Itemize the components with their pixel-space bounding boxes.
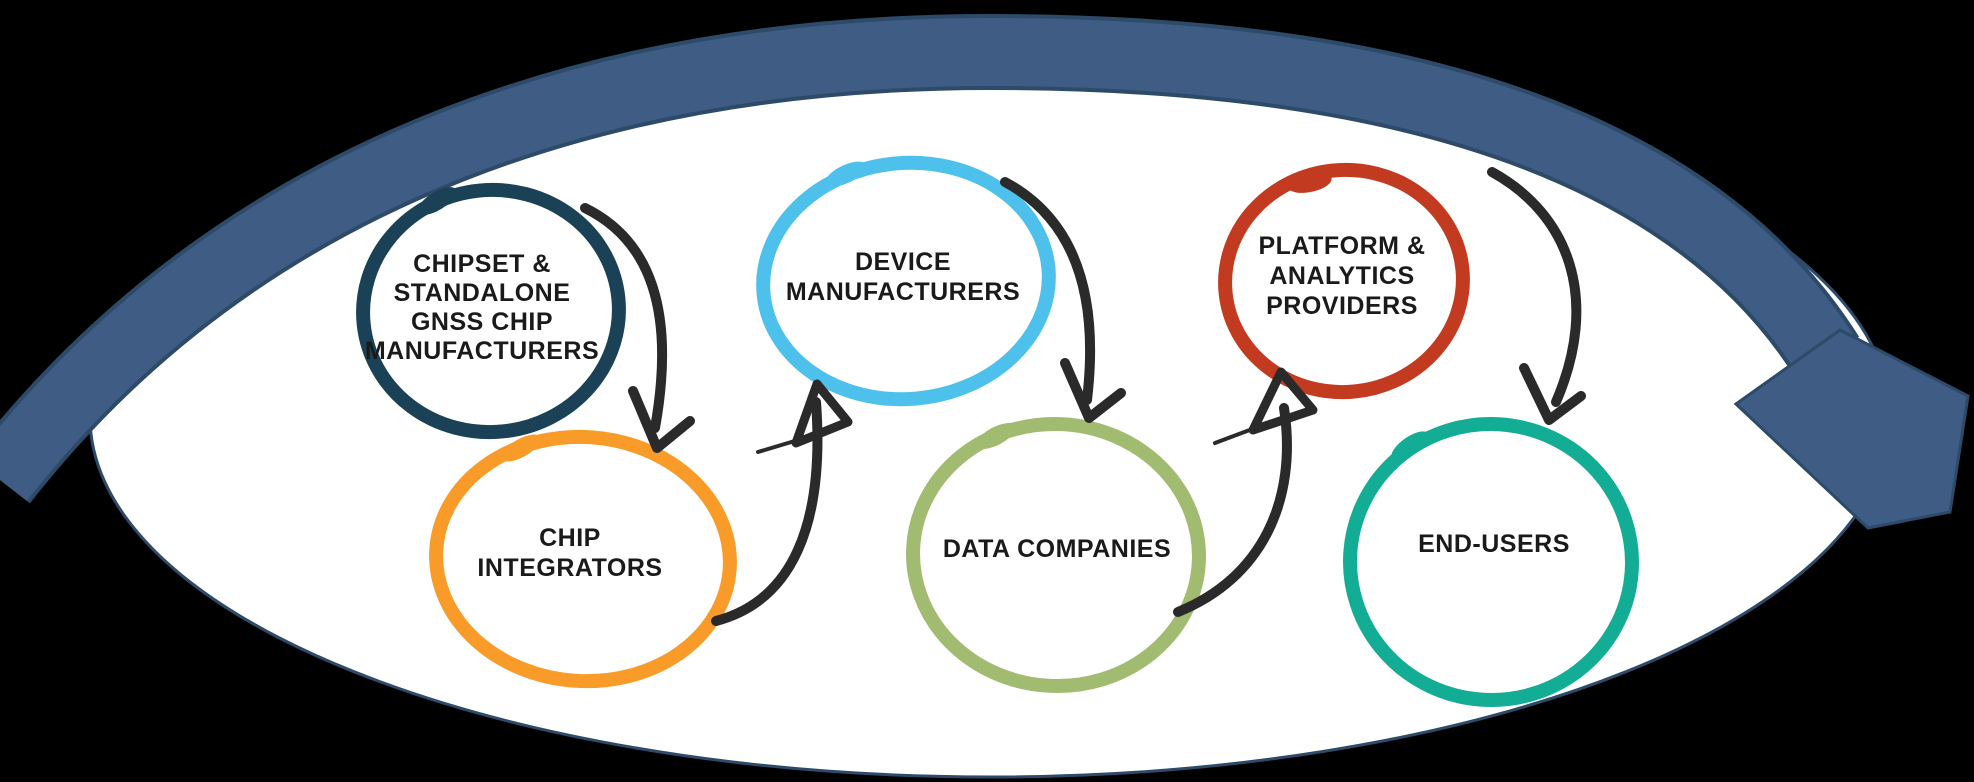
node-labels: CHIPSET & STANDALONE GNSS CHIP MANUFACTU… — [365, 232, 1570, 582]
connector-arrow-3-down — [1000, 177, 1126, 423]
connector-arrow-1-down — [580, 203, 695, 453]
node-ring-platform-analytics — [1218, 162, 1470, 400]
node-label-line: GNSS CHIP — [411, 308, 553, 336]
node-label-data-companies: DATA COMPANIES — [943, 535, 1171, 563]
node-label-chipset-manufacturers: CHIPSET & STANDALONE GNSS CHIP MANUFACTU… — [365, 250, 599, 365]
node-label-line: CHIPSET & — [413, 250, 551, 278]
node-label-line: END-USERS — [1418, 530, 1570, 558]
node-label-line: MANUFACTURERS — [786, 278, 1020, 306]
ring-knot — [825, 161, 867, 187]
node-label-line: MANUFACTURERS — [365, 337, 599, 365]
node-label-platform-analytics: PLATFORM & ANALYTICS PROVIDERS — [1258, 232, 1425, 320]
cycle-arrow — [0, 13, 1970, 779]
ring-knots — [417, 161, 1429, 462]
node-ring-chip-integrators — [429, 429, 737, 689]
ring-knot — [1391, 431, 1429, 461]
node-label-line: DEVICE — [855, 248, 951, 276]
node-label-line: ANALYTICS — [1269, 262, 1414, 290]
node-label-line: DATA COMPANIES — [943, 535, 1171, 563]
node-ring-device-manufacturers — [756, 155, 1056, 407]
connector-arrow-2-up — [711, 379, 853, 626]
node-label-line: CHIP — [539, 524, 601, 552]
arrowhead-down-icon — [628, 386, 695, 453]
node-label-end-users: END-USERS — [1418, 530, 1570, 558]
ring-knot — [501, 434, 541, 462]
arrowhead-down-icon — [1060, 358, 1126, 423]
node-ring-end-users — [1343, 416, 1639, 708]
node-rings — [356, 155, 1639, 708]
connector-arrows — [580, 167, 1586, 626]
node-label-line: PLATFORM & — [1258, 232, 1425, 260]
arrowhead-up-icon — [1248, 367, 1318, 435]
node-ring-data-companies — [906, 416, 1206, 694]
node-label-chip-integrators: CHIP INTEGRATORS — [477, 524, 662, 582]
ring-knot — [417, 187, 457, 215]
ring-knot — [1288, 173, 1332, 193]
node-ring-chipset-manufacturers — [356, 182, 626, 440]
node-label-line: INTEGRATORS — [477, 554, 662, 582]
cycle-arrow-body — [0, 17, 1856, 501]
node-label-line: STANDALONE — [394, 279, 571, 307]
cycle-arrow-head — [1733, 328, 1970, 530]
arrowhead-down-icon — [1519, 363, 1586, 425]
connector-arrow-5-down — [1487, 167, 1586, 425]
node-label-device-manufacturers: DEVICE MANUFACTURERS — [786, 248, 1020, 306]
arrowhead-up-icon — [791, 379, 853, 448]
node-label-line: PROVIDERS — [1266, 292, 1418, 320]
connector-arrow-4-up — [1173, 367, 1318, 617]
ring-knot — [976, 422, 1016, 450]
